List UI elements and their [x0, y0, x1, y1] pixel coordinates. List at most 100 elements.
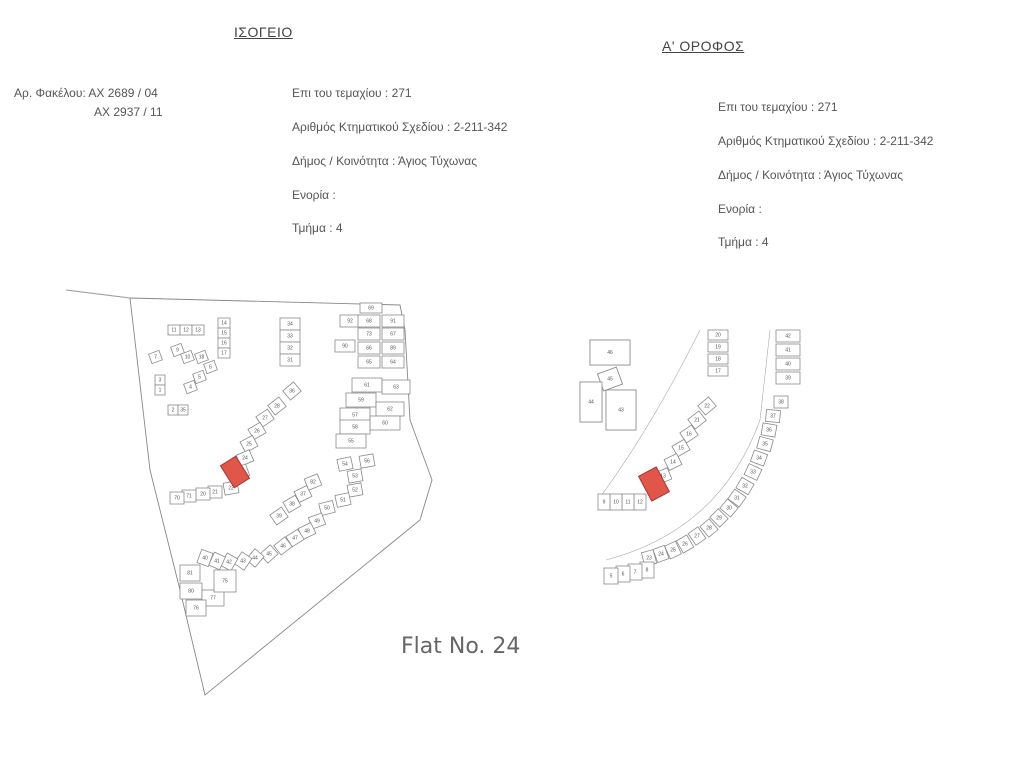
ground-unit-70: [169, 491, 185, 505]
ground-unit-label: 64: [390, 359, 396, 365]
ground-flat-24-highlight: [219, 455, 251, 489]
ground-unit-label: 67: [390, 331, 396, 337]
ground-unit-76: [185, 599, 207, 617]
ground-unit-91: [381, 314, 405, 328]
first-unit-19: [707, 341, 729, 353]
first-unit-18: [707, 353, 729, 365]
ground-unit-label: 36: [289, 388, 295, 394]
ground-unit-46: [273, 536, 293, 556]
first-unit-label: 31: [734, 495, 740, 501]
ground-unit-label: 51: [340, 497, 346, 503]
first-unit-label: 46: [607, 350, 613, 356]
ground-unit-5: [192, 369, 207, 385]
file-number-second: ΑΧ 2937 / 11: [94, 105, 163, 119]
ground-unit-64: [381, 355, 405, 369]
first-unit-37: [765, 408, 781, 424]
ground-unit-44: [245, 548, 265, 568]
first-unit-label: 33: [750, 469, 756, 475]
ground-unit-47: [285, 528, 305, 548]
ground-unit-label: 46: [280, 543, 286, 549]
ground-unit-label: 66: [366, 345, 372, 351]
first-unit-label: 42: [785, 333, 791, 339]
first-unit-32: [735, 476, 755, 496]
ground-unit-68: [357, 314, 381, 328]
first-info-plot: Επι του τεμαχίου : 271: [718, 100, 838, 114]
ground-unit-label: 28: [274, 403, 280, 409]
ground-unit-label: 34: [287, 321, 293, 327]
first-unit-43: [605, 389, 637, 431]
ground-unit-label: 90: [342, 343, 348, 349]
first-units: 3421201918174241403938373635343332313029…: [579, 329, 801, 585]
first-unit-label: 30: [726, 505, 732, 511]
ground-unit-label: 40: [202, 555, 208, 561]
ground-unit-43: [233, 551, 253, 571]
first-unit-label: 45: [607, 376, 613, 382]
first-unit-label: 11: [625, 499, 630, 505]
first-unit-14: [663, 453, 683, 471]
ground-unit-35: [177, 404, 189, 416]
first-unit-label: 6: [622, 571, 625, 577]
ground-unit-67: [381, 327, 405, 341]
first-unit-label: 7: [634, 569, 637, 575]
ground-unit-label: 3: [159, 377, 162, 383]
ground-unit-label: 82: [310, 479, 316, 485]
first-unit-label: 17: [715, 368, 721, 374]
first-unit-label: 22: [704, 403, 710, 409]
first-unit-label: 38: [778, 399, 784, 405]
first-unit-label: 8: [646, 567, 649, 573]
first-unit-33: [743, 463, 763, 481]
ground-unit-label: 2: [172, 407, 175, 413]
ground-unit-label: 91: [390, 318, 396, 324]
ground-unit-label: 50: [324, 505, 330, 511]
first-unit-label: 43: [618, 407, 624, 413]
flat-number-label: Flat No. 24: [401, 634, 521, 659]
ground-unit-59: [345, 392, 377, 408]
ground-unit-25: [239, 434, 259, 454]
ground-unit-label: 24: [242, 455, 248, 461]
ground-unit-label: 32: [287, 345, 293, 351]
ground-unit-54: [336, 456, 354, 472]
first-unit-34: [749, 449, 769, 467]
ground-unit-51: [334, 492, 352, 508]
first-unit-35: [756, 435, 774, 453]
ground-unit-9: [170, 342, 185, 358]
ground-unit-label: 68: [366, 318, 372, 324]
ground-unit-label: 9: [176, 347, 179, 353]
first-floor-title: Α' ΟΡΟΦΟΣ: [662, 38, 745, 54]
ground-unit-4: [183, 379, 198, 395]
ground-unit-65: [357, 355, 381, 369]
ground-unit-69: [359, 302, 383, 314]
ground-unit-28: [267, 396, 287, 416]
ground-unit-label: 18: [199, 354, 205, 360]
ground-unit-label: 1: [159, 387, 162, 393]
ground-unit-31: [279, 353, 301, 367]
first-unit-21: [687, 410, 707, 430]
ground-unit-label: 4: [189, 384, 192, 390]
ground-unit-81: [179, 564, 201, 582]
ground-unit-label: 11: [171, 327, 176, 333]
first-unit-label: 40: [785, 361, 791, 367]
ground-unit-label: 48: [304, 528, 310, 534]
first-unit-30: [719, 498, 739, 518]
ground-unit-89: [381, 341, 405, 355]
ground-unit-52: [346, 482, 364, 498]
ground-unit-label: 55: [348, 438, 354, 444]
ground-unit-45: [259, 544, 279, 564]
ground-unit-label: 81: [187, 570, 193, 576]
first-unit-27: [687, 526, 707, 546]
first-unit-46: [589, 339, 631, 366]
ground-unit-label: 10: [185, 354, 191, 360]
ground-info-section: Τμήμα : 4: [292, 221, 343, 235]
first-unit-29: [709, 508, 729, 528]
first-info-plan: Αριθμός Κτηματικού Σχεδίου : 2-211-342: [718, 134, 934, 148]
ground-info-municipality: Δήμος / Κοινότητα : Άγιος Τύχωνας: [292, 154, 477, 168]
ground-unit-36: [282, 381, 302, 401]
first-unit-label: 35: [762, 441, 768, 447]
first-walkway: [597, 329, 701, 501]
ground-unit-39: [269, 506, 289, 526]
first-unit-28: [699, 518, 719, 538]
first-unit-label: 14: [670, 459, 676, 465]
ground-unit-label: 21: [212, 489, 218, 495]
